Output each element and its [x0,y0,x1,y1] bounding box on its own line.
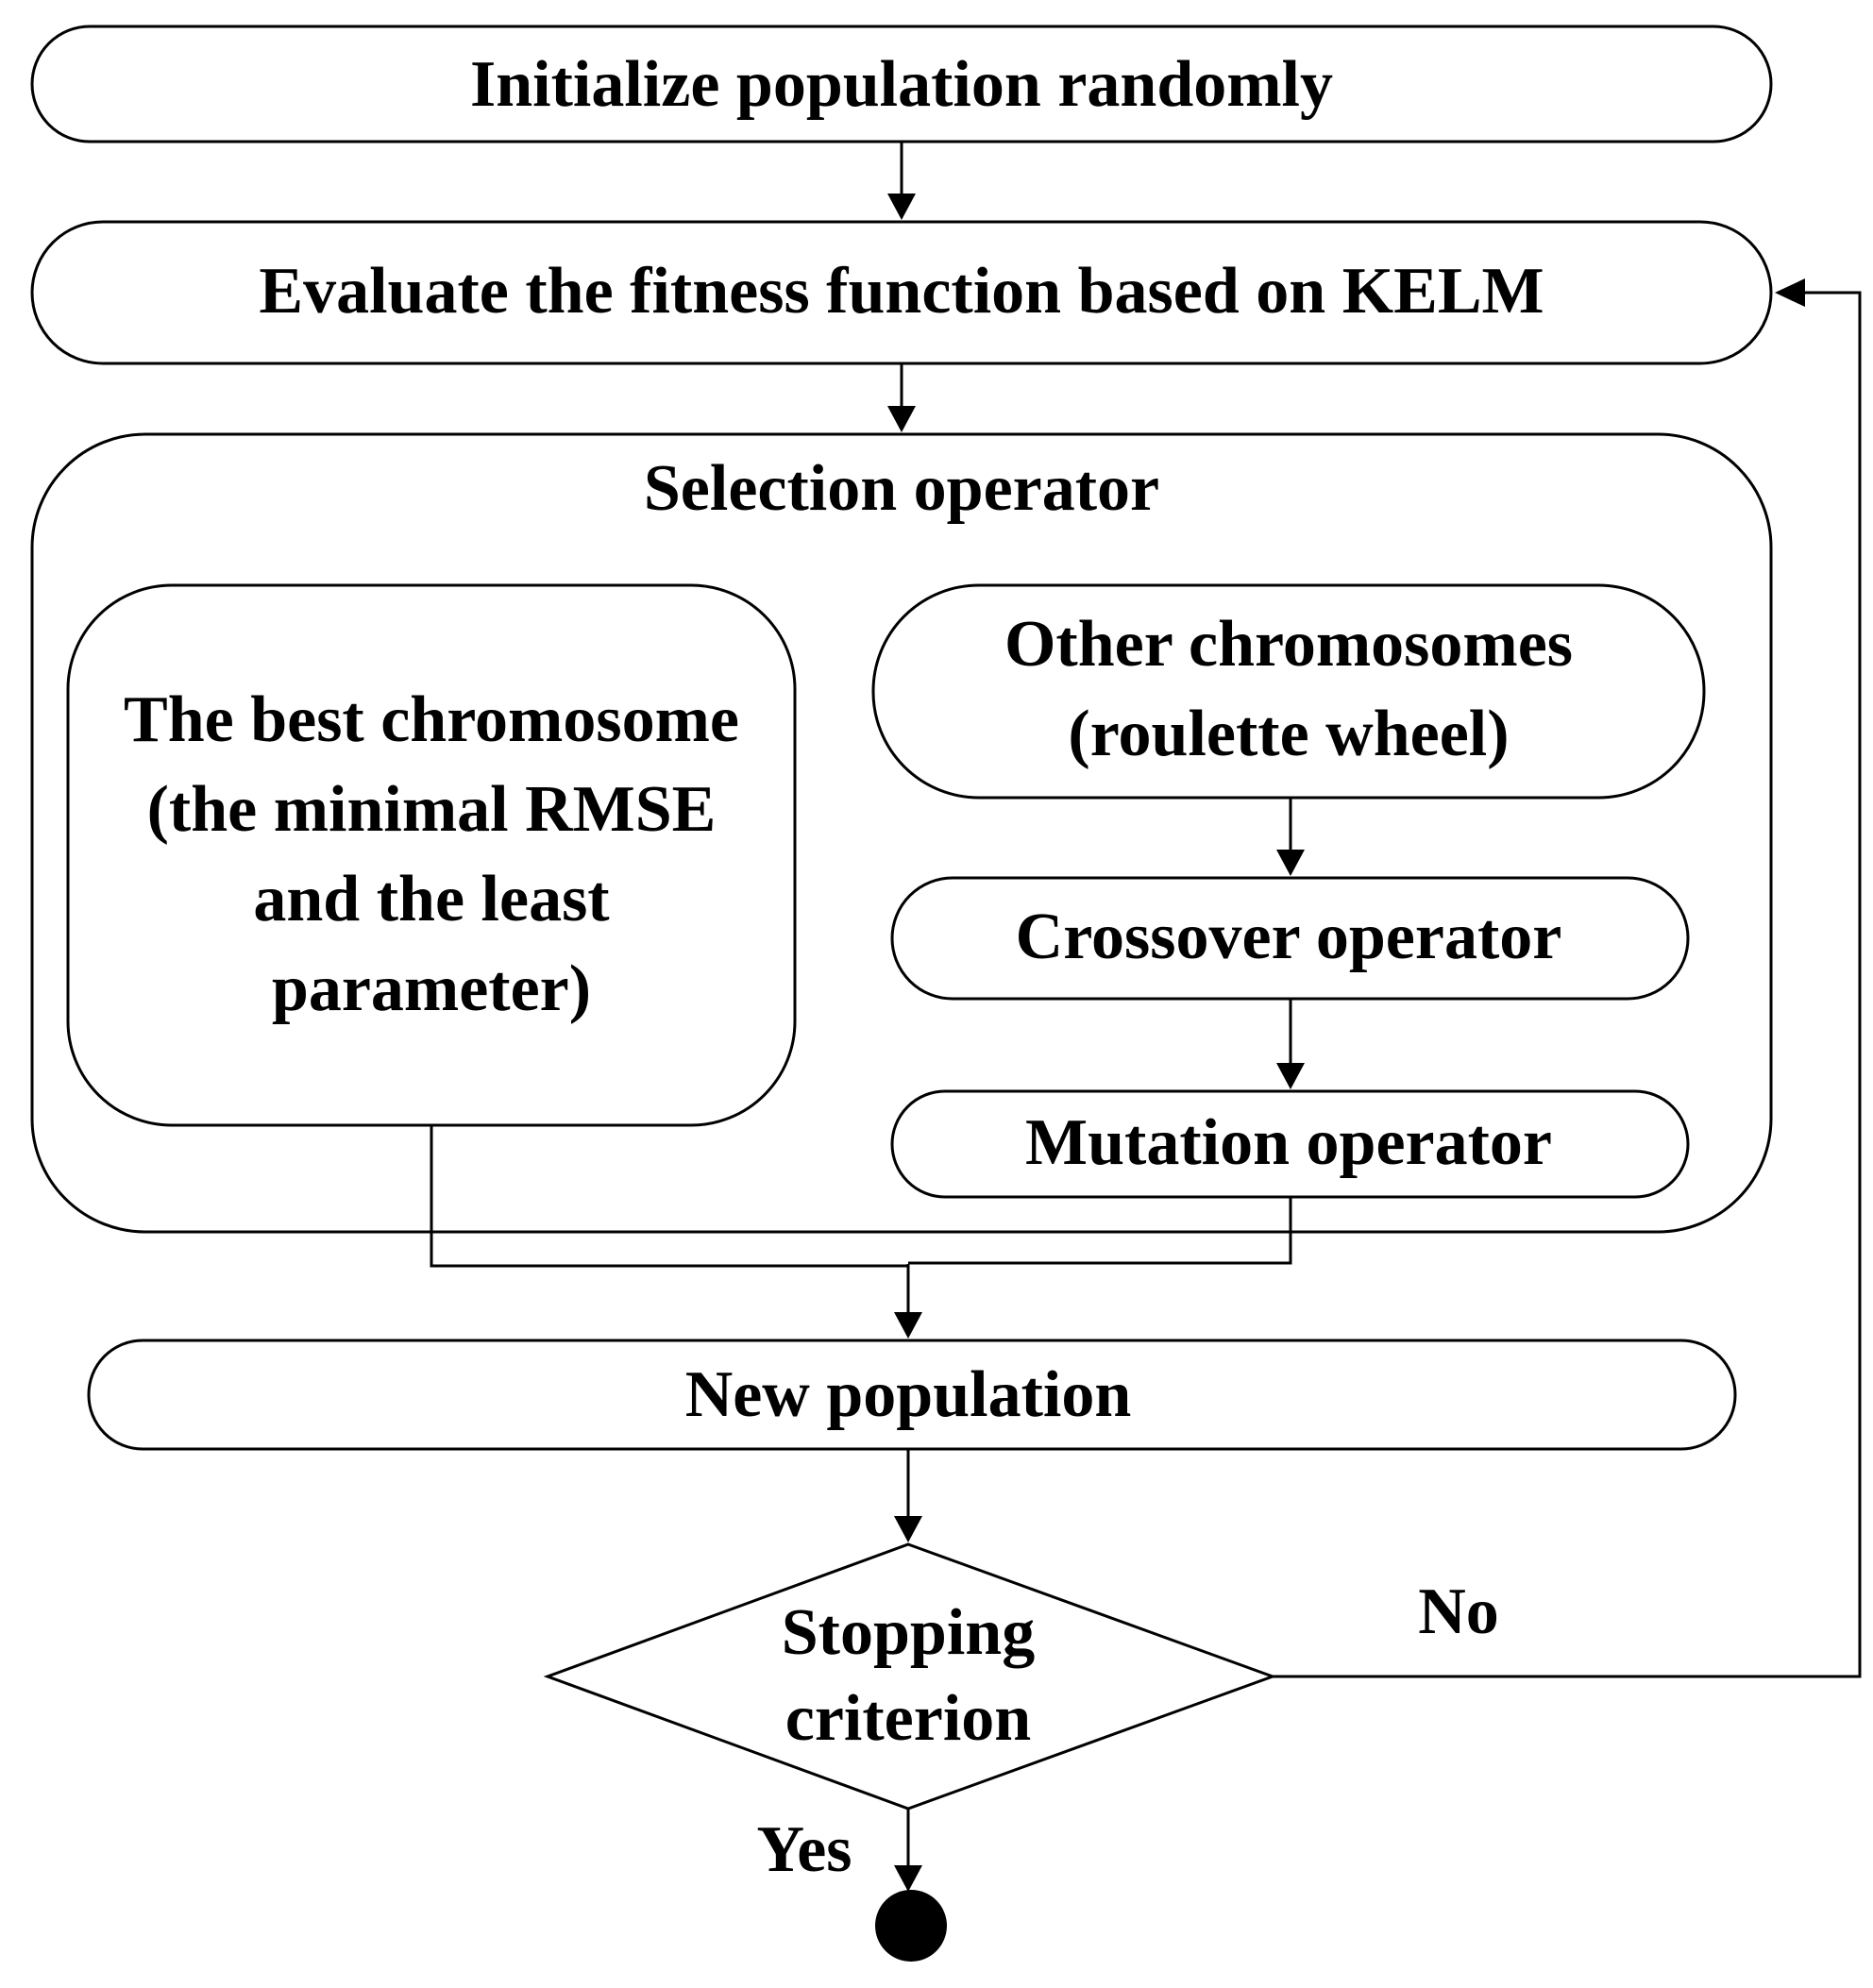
mutation-label: Mutation operator [1025,1106,1552,1179]
node-initialize: Initialize population randomly [30,25,1773,143]
arrow-other-to-crossover [1276,798,1305,876]
no-label: No [1418,1575,1499,1648]
best-chromosome-line-1: The best chromosome [124,683,739,756]
node-other-chromosomes: Other chromosomes (roulette wheel) [871,583,1706,800]
node-mutation: Mutation operator [890,1089,1690,1199]
best-chromosome-line-3: and the least [253,863,609,935]
arrow-initialize-to-evaluate [887,142,916,220]
stopping-criterion-line-2: criterion [785,1682,1031,1755]
node-crossover: Crossover operator [890,876,1690,1001]
yes-label: Yes [756,1813,852,1886]
arrow-yes-to-end: Yes [756,1809,922,1892]
node-new-population: New population [87,1339,1737,1451]
best-chromosome-box [66,583,797,1127]
new-population-box [87,1339,1737,1451]
node-stopping-criterion: Stopping criterion [543,1542,1277,1811]
selection-label: Selection operator [644,452,1159,525]
arrow-crossover-to-mutation [1276,999,1305,1089]
node-best-chromosome: The best chromosome (the minimal RMSE an… [66,583,797,1127]
node-evaluate: Evaluate the fitness function based on K… [30,220,1773,365]
evaluate-label: Evaluate the fitness function based on K… [259,255,1544,328]
arrow-no-loop-to-evaluate: No [1273,278,1862,1678]
crossover-label: Crossover operator [1016,901,1562,973]
arrow-evaluate-to-selection [887,363,916,432]
arrow-new-population-to-stopping [894,1449,922,1542]
stopping-criterion-line-1: Stopping [782,1596,1035,1669]
stopping-criterion-diamond [543,1542,1277,1811]
initialize-label: Initialize population randomly [470,48,1333,121]
best-chromosome-line-4: parameter) [272,952,591,1025]
new-population-label: New population [685,1358,1132,1431]
other-chromosomes-line-1: Other chromosomes [1004,608,1573,681]
best-chromosome-line-2: (the minimal RMSE [147,773,717,846]
other-chromosomes-box [871,583,1706,800]
other-chromosomes-line-2: (roulette wheel) [1068,698,1509,770]
end-terminal-dot [875,1890,947,1962]
arrow-merge-to-new-population [430,1125,1292,1339]
